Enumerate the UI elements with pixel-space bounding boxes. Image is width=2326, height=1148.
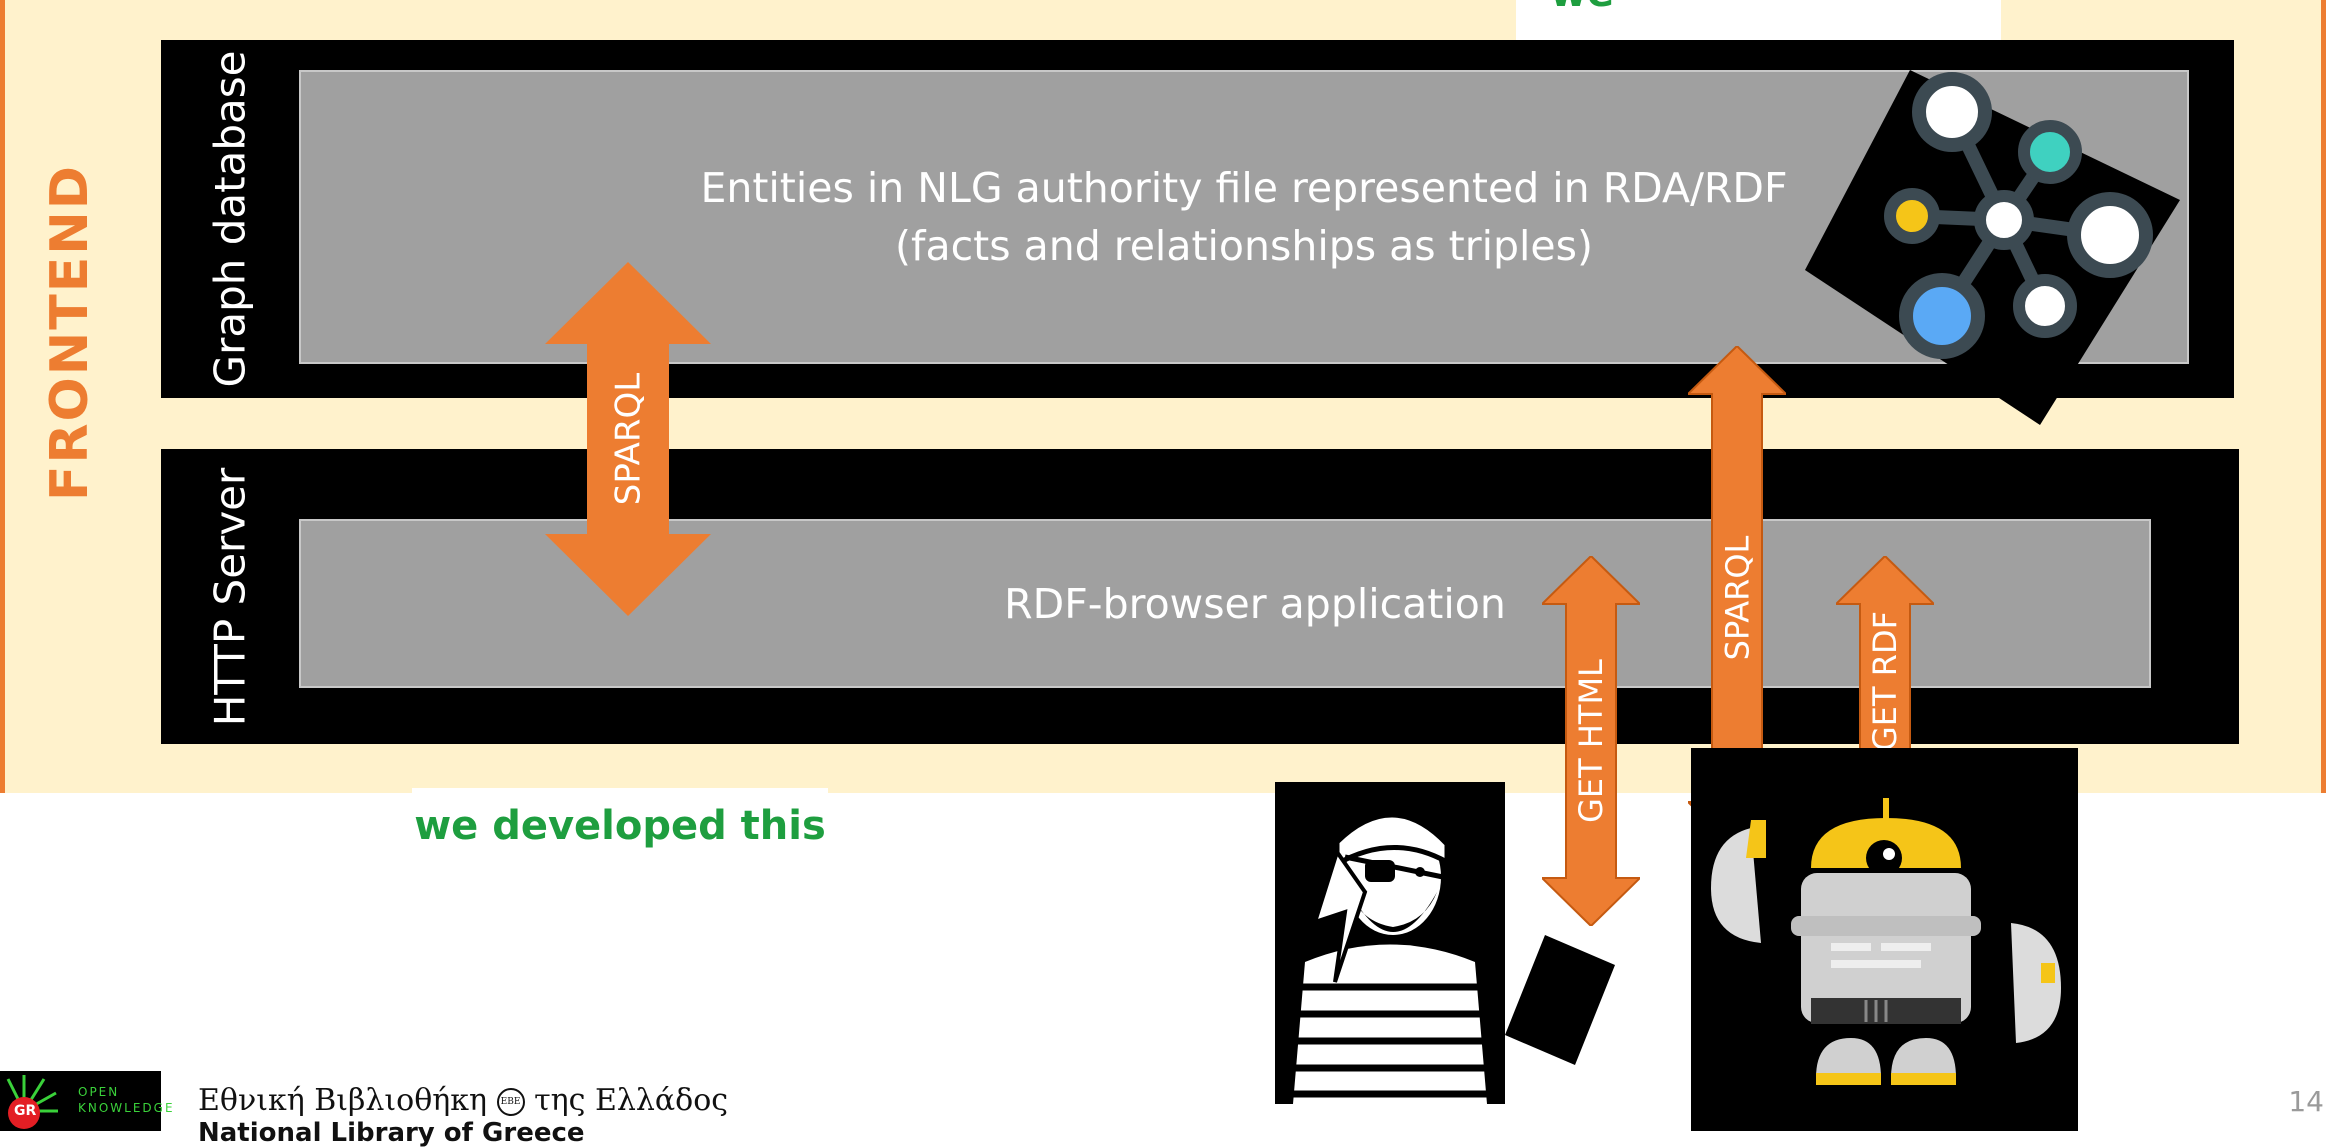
we-developed-note: we developed this bbox=[412, 788, 828, 863]
get-rdf-label: GET RDF bbox=[1866, 610, 1905, 752]
page-number: 14 bbox=[2288, 1085, 2324, 1118]
okf-badge: GR bbox=[14, 1103, 37, 1119]
library-name-english: National Library of Greece bbox=[198, 1118, 585, 1148]
okf-line1: OPEN bbox=[78, 1085, 120, 1099]
sparql-right-arrow bbox=[1688, 346, 1786, 850]
library-name-greek: Εθνική Βιβλιοθήκη EBE της Ελλάδος bbox=[198, 1083, 728, 1118]
we-developed-text: we developed this bbox=[414, 802, 826, 849]
get-html-label: GET HTML bbox=[1572, 659, 1610, 823]
graph-text-line1: Entities in NLG authority file represent… bbox=[700, 164, 1788, 212]
phone-icon bbox=[1505, 935, 1615, 1065]
sparql-right-label: SPARQL bbox=[1718, 535, 1757, 661]
get-rdf-arrow bbox=[1836, 556, 1934, 806]
library-seal-icon: EBE bbox=[496, 1088, 525, 1116]
robot-icon bbox=[1691, 748, 2078, 1131]
pirate-user-icon bbox=[1275, 782, 1505, 1104]
graph-text-line2: (facts and relationships as triples) bbox=[895, 222, 1593, 270]
rdf-browser-text: RDF-browser application bbox=[1004, 579, 1506, 628]
okf-line2: KNOWLEDGE bbox=[78, 1101, 175, 1115]
get-html-arrow bbox=[1542, 556, 1640, 926]
sparql-left-arrow bbox=[545, 262, 711, 616]
graph-network-icon bbox=[1805, 70, 2180, 425]
top-note-text: we bbox=[1550, 0, 1615, 16]
sparql-left-label: SPARQL bbox=[608, 372, 648, 506]
http-server-label: HTTP Server bbox=[205, 467, 254, 726]
okf-sun-icon bbox=[6, 1075, 58, 1129]
library-greek-text: Εθνική Βιβλιοθήκη bbox=[198, 1083, 487, 1118]
frontend-label: FRONTEND bbox=[40, 164, 100, 501]
library-greek-suffix: της Ελλάδος bbox=[534, 1083, 729, 1118]
graph-database-label: Graph database bbox=[205, 50, 254, 388]
open-knowledge-logo: GR OPEN KNOWLEDGE bbox=[0, 1071, 173, 1131]
